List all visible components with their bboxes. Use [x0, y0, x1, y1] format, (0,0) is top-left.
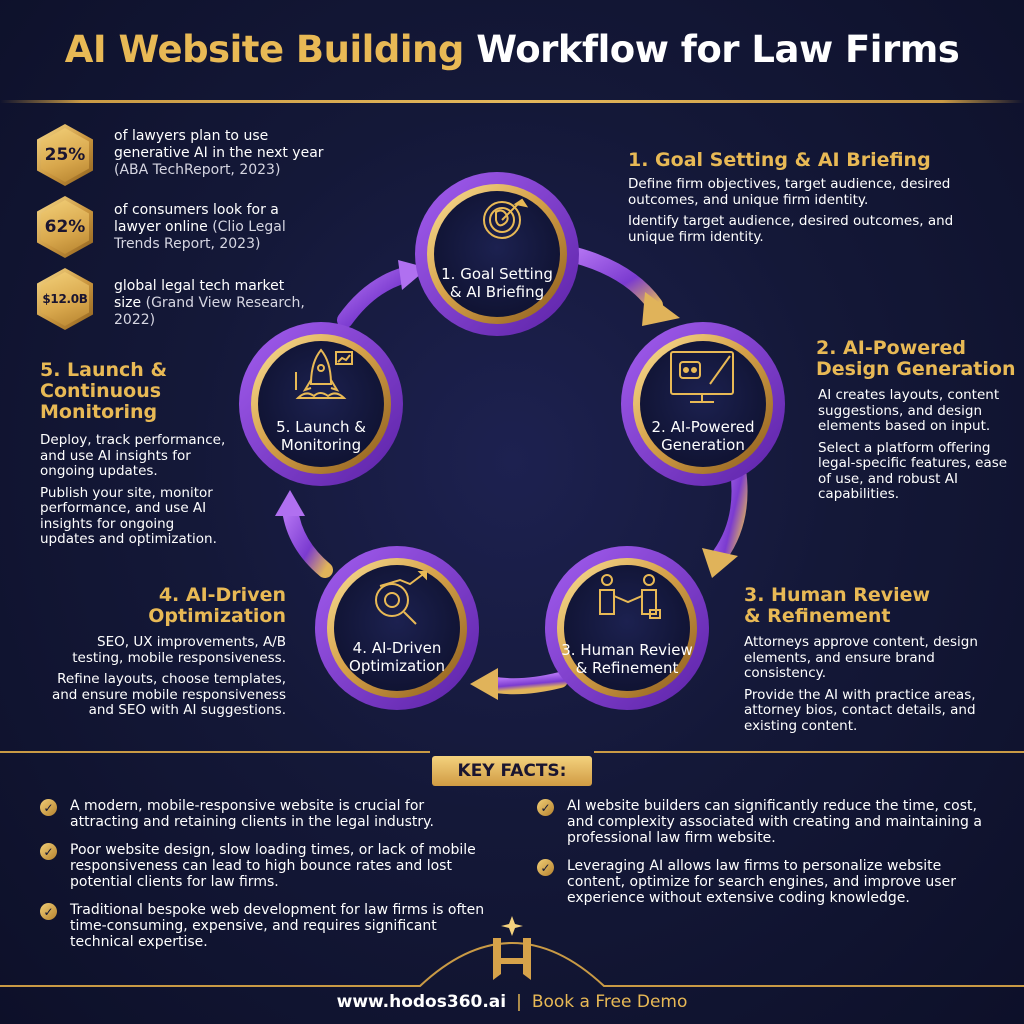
arrow-5-to-1 [337, 260, 428, 328]
check-icon: ✓ [40, 799, 57, 816]
step-1-title: 1. Goal Setting & AI Briefing [628, 149, 931, 171]
stat-badge-3: $12.0B [37, 268, 93, 330]
fact-item: ✓ Poor website design, slow loading time… [40, 842, 490, 890]
step-5-desc: Deploy, track performance, and use AI in… [40, 432, 226, 547]
arrow-3-to-4 [470, 668, 568, 700]
node-design-generation: 2. AI-Powered Generation [621, 322, 785, 486]
title-rest: Workflow for Law Firms [476, 28, 960, 71]
footer: www.hodos360.ai | Book a Free Demo [0, 992, 1024, 1012]
node-2-line1: 2. AI-Powered [652, 418, 755, 436]
key-facts-heading: KEY FACTS: [432, 756, 592, 786]
node-4-line2: Optimization [349, 657, 445, 675]
title-divider [0, 100, 1024, 103]
fact-item: ✓ Traditional bespoke web development fo… [40, 902, 490, 950]
node-1-line1: 1. Goal Setting [441, 265, 553, 283]
check-icon: ✓ [537, 859, 554, 876]
step-1-desc: Define firm objectives, target audience,… [628, 176, 954, 245]
fact-item: ✓ Leveraging AI allows law firms to pers… [537, 858, 987, 906]
book-demo-link[interactable]: Book a Free Demo [531, 992, 688, 1012]
node-launch-monitoring: 5. Launch & Monitoring [239, 322, 403, 486]
arrow-4-to-5 [275, 490, 333, 578]
step-2-title: 2. AI-Powered Design Generation [816, 337, 1016, 380]
key-facts-right-column: ✓ AI website builders can significantly … [537, 798, 987, 906]
bottom-arch-decoration [0, 942, 1024, 987]
robot-design-icon [670, 351, 734, 403]
step-5-title: 5. Launch & Continuous Monitoring [40, 359, 168, 423]
title-highlight: AI Website Building [64, 28, 465, 71]
node-ai-optimization: 4. AI-Driven Optimization [315, 546, 479, 710]
arrow-2-to-3 [702, 462, 748, 578]
check-icon: ✓ [537, 799, 554, 816]
node-4-line1: 4. AI-Driven [353, 639, 442, 657]
node-2-line2: Generation [661, 436, 745, 454]
page-title: AI Website Building Workflow for Law Fir… [0, 28, 1024, 71]
node-human-review: 3. Human Review & Refinement [545, 546, 709, 710]
hodos-logo-icon [493, 916, 531, 980]
node-3-line1: 3. Human Review [561, 641, 692, 659]
stat-text-2: of consumers look for a lawyer online (C… [114, 202, 286, 252]
node-1-line2: & AI Briefing [450, 283, 544, 301]
arrow-1-to-2 [567, 247, 680, 326]
rocket-launch-icon [295, 348, 353, 399]
stat-text-1: of lawyers plan to use generative AI in … [114, 128, 324, 178]
brain-target-icon [483, 198, 529, 239]
step-4-desc: SEO, UX improvements, A/B testing, mobil… [51, 634, 286, 718]
check-icon: ✓ [40, 843, 57, 860]
node-goal-setting: 1. Goal Setting & AI Briefing [415, 172, 579, 336]
step-3-desc: Attorneys approve content, design elemen… [744, 634, 978, 734]
handshake-icon [599, 574, 661, 619]
footer-separator: | [516, 992, 522, 1012]
website-link[interactable]: www.hodos360.ai [336, 992, 507, 1012]
fact-item: ✓ A modern, mobile-responsive website is… [40, 798, 490, 830]
stat-text-3: global legal tech market size (Grand Vie… [114, 278, 305, 328]
step-3-title: 3. Human Review & Refinement [744, 584, 931, 627]
node-3-line2: & Refinement [576, 659, 679, 677]
step-2-desc: AI creates layouts, content suggestions,… [818, 387, 1008, 502]
gear-magnifier-icon [375, 571, 427, 625]
fact-item: ✓ AI website builders can significantly … [537, 798, 987, 846]
step-4-title: 4. AI-Driven Optimization [148, 584, 286, 627]
node-5-line2: Monitoring [281, 436, 361, 454]
key-facts-left-column: ✓ A modern, mobile-responsive website is… [40, 798, 490, 950]
check-icon: ✓ [40, 903, 57, 920]
node-5-line1: 5. Launch & [276, 418, 366, 436]
